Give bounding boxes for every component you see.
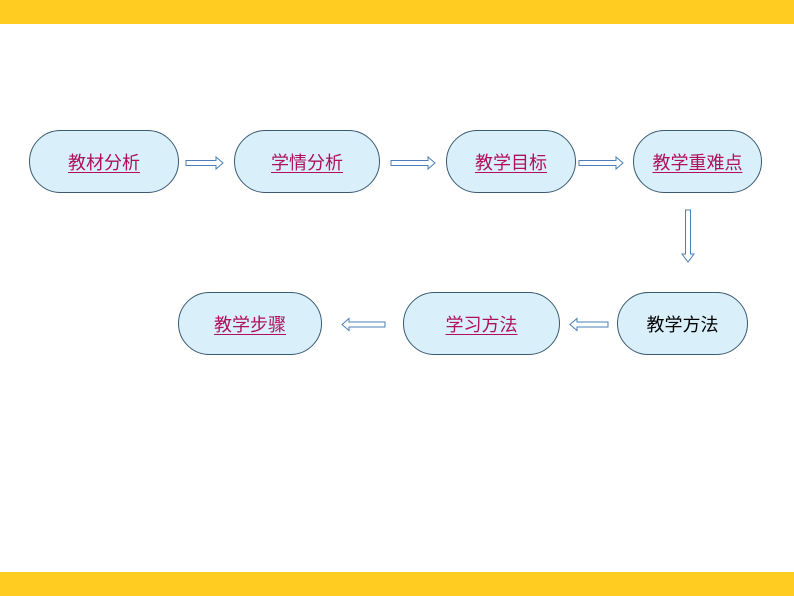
flow-node-teaching-steps[interactable]: 教学步骤 bbox=[178, 292, 322, 355]
flow-node-student-analysis[interactable]: 学情分析 bbox=[234, 130, 380, 193]
flow-node-teaching-methods: 教学方法 bbox=[617, 292, 748, 355]
arrow-down-icon bbox=[681, 209, 695, 263]
flow-node-learning-methods[interactable]: 学习方法 bbox=[403, 292, 560, 355]
top-accent-bar bbox=[0, 0, 794, 24]
arrow-right-icon bbox=[578, 155, 624, 171]
flow-node-key-difficult-points[interactable]: 教学重难点 bbox=[633, 130, 762, 193]
flow-node-teaching-material-analysis[interactable]: 教材分析 bbox=[29, 130, 179, 193]
node-label[interactable]: 教学步骤 bbox=[214, 314, 286, 336]
node-label[interactable]: 学习方法 bbox=[445, 314, 518, 336]
arrow-left-icon bbox=[341, 317, 386, 332]
arrow-right-icon bbox=[185, 155, 224, 171]
node-label[interactable]: 学情分析 bbox=[271, 152, 343, 174]
flow-node-teaching-objectives[interactable]: 教学目标 bbox=[446, 130, 576, 193]
arrow-left-icon bbox=[569, 317, 609, 332]
bottom-accent-bar bbox=[0, 572, 794, 596]
arrow-right-icon bbox=[390, 155, 436, 171]
node-label: 教学方法 bbox=[646, 314, 719, 336]
node-label[interactable]: 教学目标 bbox=[475, 152, 547, 174]
node-label[interactable]: 教材分析 bbox=[68, 152, 140, 174]
node-label[interactable]: 教学重难点 bbox=[652, 152, 743, 174]
